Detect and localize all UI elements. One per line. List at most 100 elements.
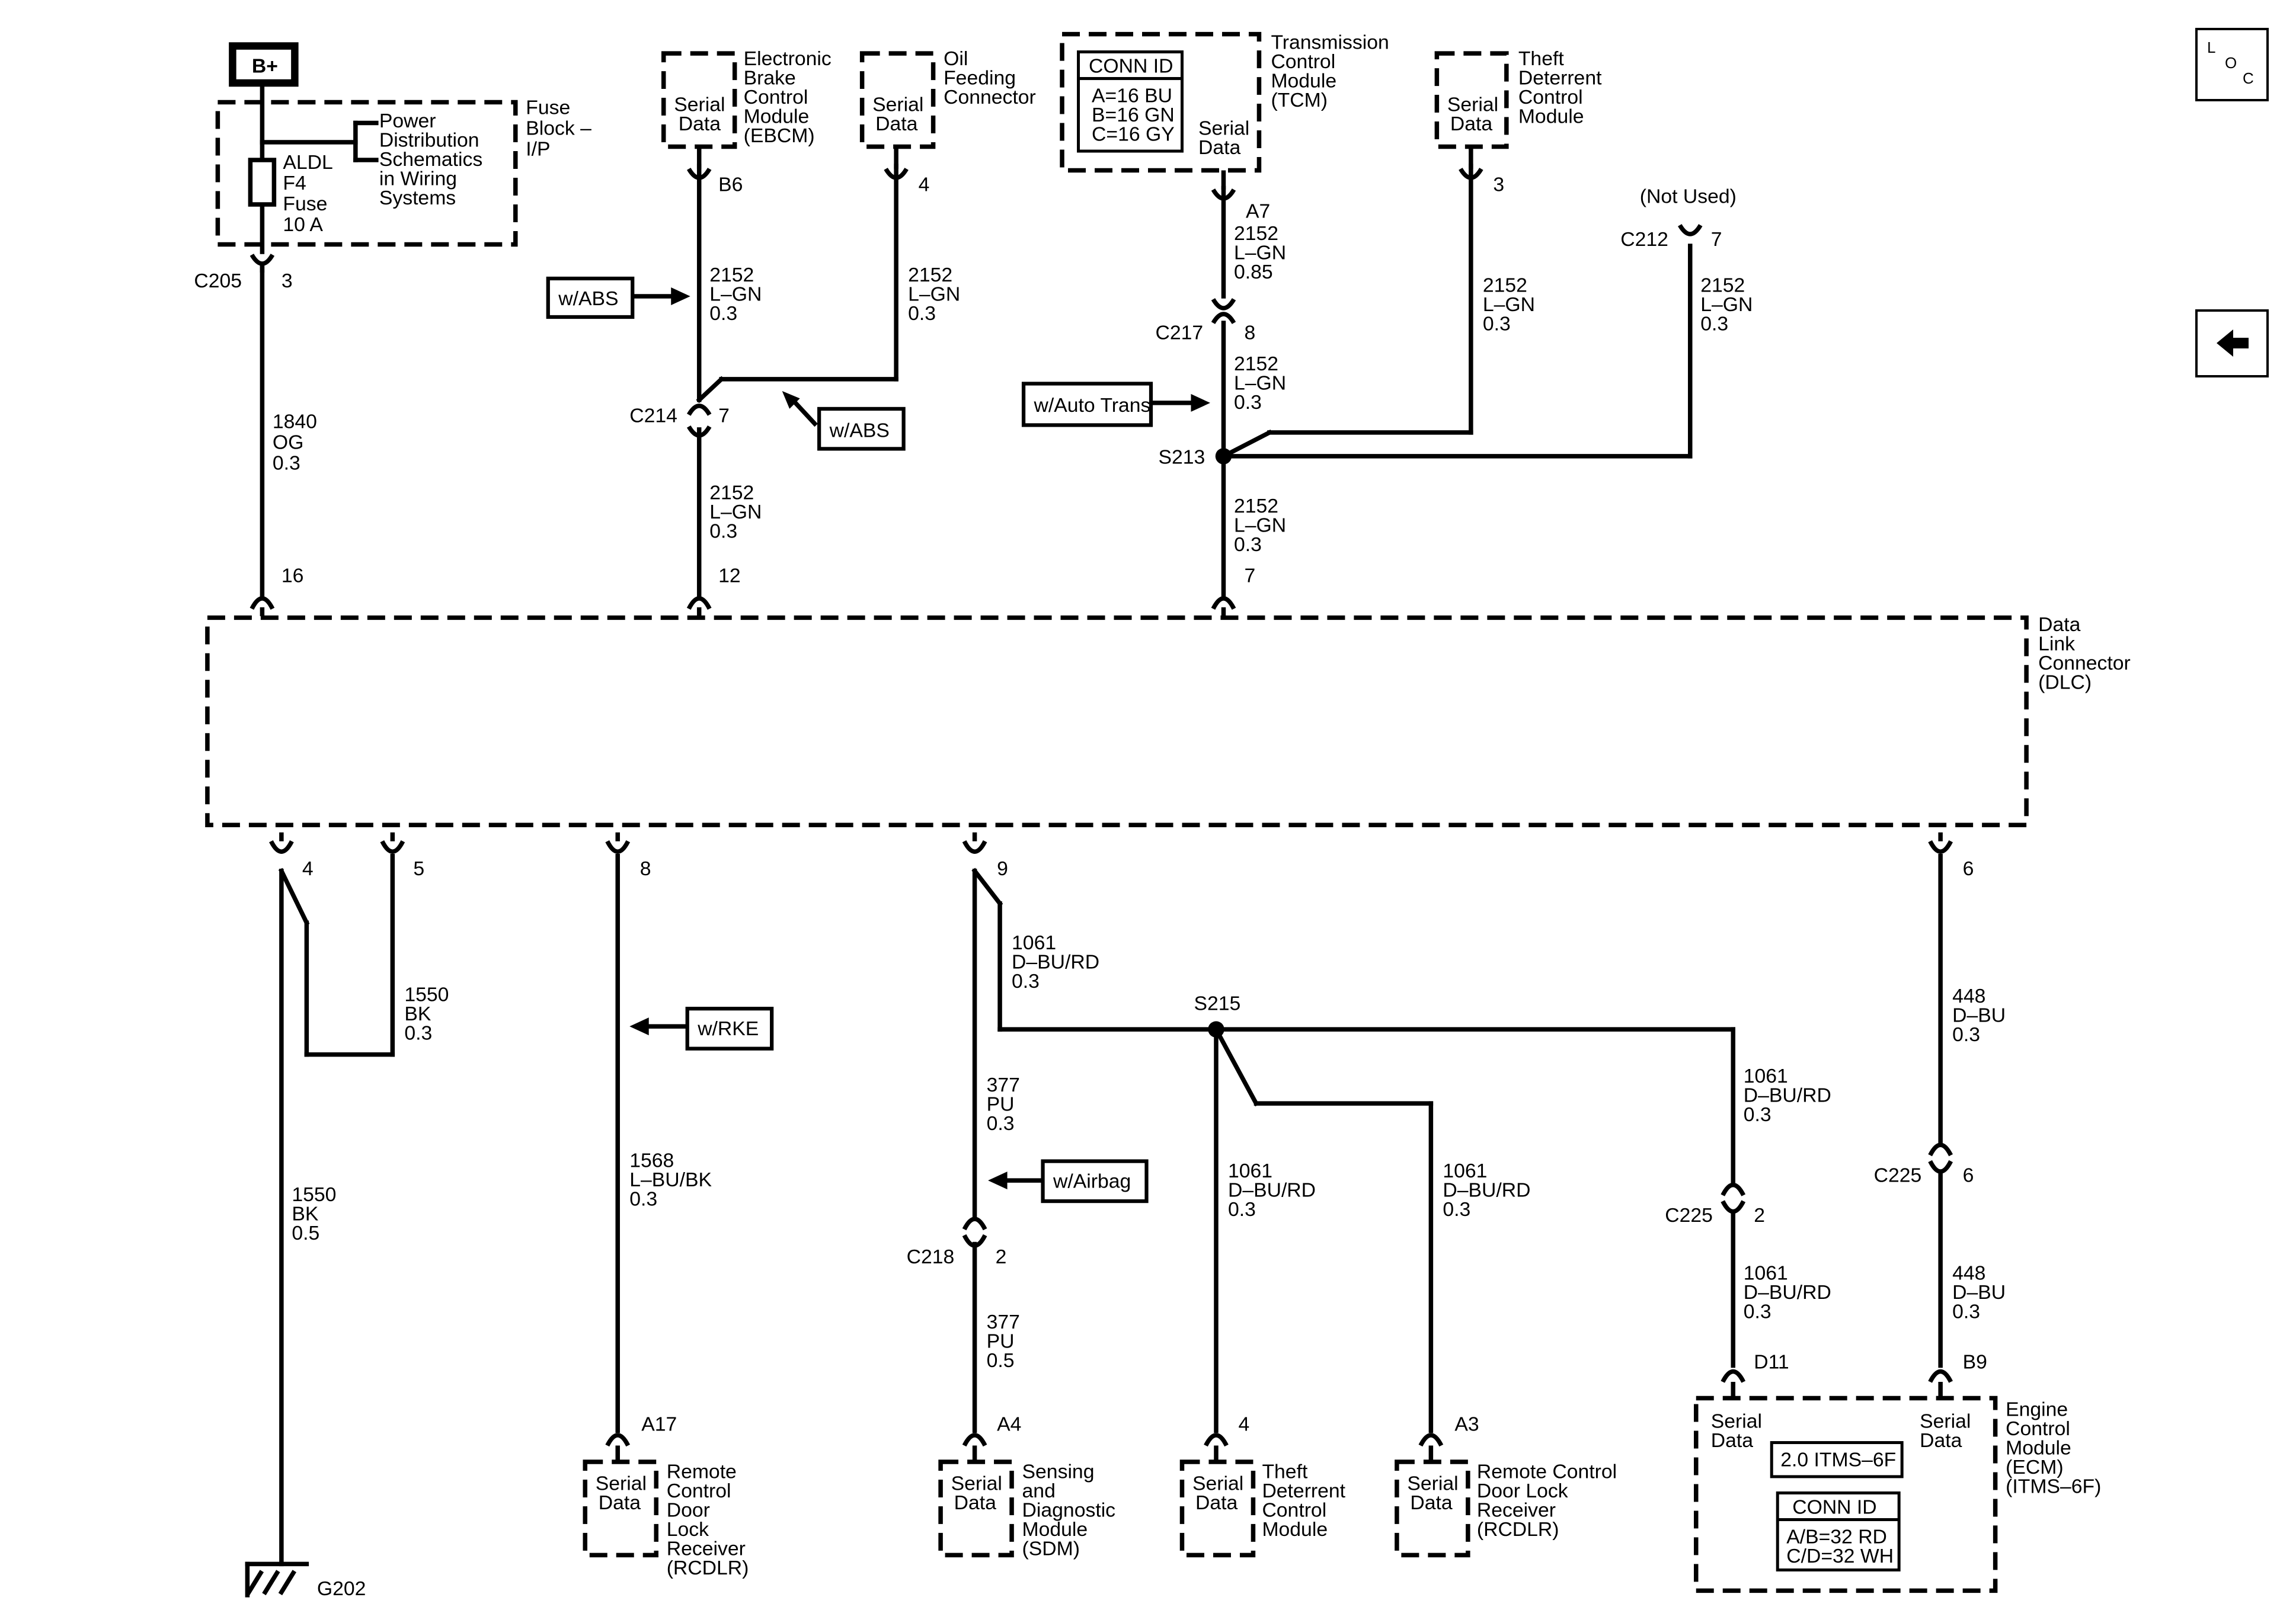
w-airbag-box bbox=[1041, 1159, 1149, 1204]
dlc-pin-12: 12 bbox=[718, 564, 741, 587]
dlc-pin-6: 6 bbox=[1963, 857, 1974, 880]
s215-splice: S215 bbox=[1194, 993, 1240, 1015]
w-abs-label-1: w/ABS bbox=[558, 287, 618, 310]
not-used-label: (Not Used) bbox=[1640, 185, 1737, 208]
dlc-pin-9: 9 bbox=[997, 857, 1008, 880]
w-abs-box-1 bbox=[546, 276, 635, 319]
w-auto-trans-box bbox=[1021, 382, 1153, 427]
ebcm-pin-b6: B6 bbox=[718, 174, 743, 196]
rcdlr-right-pin-a3: A3 bbox=[1454, 1413, 1479, 1435]
w-abs-box-2 bbox=[817, 406, 906, 451]
loc-letter-c: C bbox=[2243, 69, 2254, 87]
w-abs-label-2: w/ABS bbox=[829, 419, 890, 441]
fuse-block-box bbox=[215, 100, 518, 247]
b-plus-box bbox=[229, 42, 299, 87]
c218-connector: C218 bbox=[907, 1246, 955, 1268]
oil-connector-box bbox=[859, 51, 936, 149]
dlc-pin-16: 16 bbox=[282, 564, 304, 587]
tdcm-bottom-pin-4: 4 bbox=[1238, 1413, 1249, 1435]
dlc-pin-8: 8 bbox=[640, 857, 651, 880]
arrow-left-icon bbox=[2217, 329, 2249, 357]
rcdlr-left-pin-a17: A17 bbox=[641, 1413, 677, 1435]
c205-pin: 3 bbox=[282, 270, 293, 292]
sdm-pin-a4: A4 bbox=[997, 1413, 1021, 1435]
c225-pin-6: 6 bbox=[1963, 1164, 1974, 1187]
rcdlr-left-box bbox=[583, 1459, 658, 1558]
rcdlr-right-box bbox=[1395, 1459, 1470, 1558]
tdcm-bottom-box bbox=[1179, 1459, 1256, 1558]
c217-pin: 8 bbox=[1244, 321, 1255, 344]
loc-button[interactable]: L O C bbox=[2195, 28, 2269, 101]
tcm-conn-id: CONN ID bbox=[1089, 55, 1173, 78]
tcm-box bbox=[1060, 31, 1262, 173]
ecm-variant: 2.0 ITMS–6F bbox=[1780, 1448, 1896, 1471]
w-rke-label: w/RKE bbox=[697, 1017, 759, 1040]
c205-connector: C205 bbox=[194, 270, 242, 292]
c217-connector: C217 bbox=[1155, 321, 1203, 344]
ecm-box bbox=[1694, 1395, 1998, 1593]
back-button[interactable] bbox=[2195, 309, 2269, 377]
w-auto-trans-label: w/Auto Trans bbox=[1034, 394, 1151, 417]
w-airbag-label: w/Airbag bbox=[1053, 1170, 1131, 1193]
g202-ground: G202 bbox=[317, 1577, 366, 1600]
dlc-pin-4: 4 bbox=[302, 857, 314, 880]
dlc-pin-7: 7 bbox=[1244, 564, 1255, 587]
loc-letter-l: L bbox=[2207, 39, 2216, 56]
dlc-box bbox=[205, 615, 2029, 827]
ecm-pin-d11: D11 bbox=[1754, 1351, 1789, 1374]
ecm-conn-id: CONN ID bbox=[1792, 1496, 1876, 1518]
sdm-box bbox=[938, 1459, 1014, 1558]
ebcm-box bbox=[661, 51, 737, 149]
c212-pin: 7 bbox=[1711, 228, 1722, 251]
c225-connector-2: C225 bbox=[1665, 1204, 1713, 1227]
b-plus-label: B+ bbox=[252, 55, 278, 78]
oil-pin-4: 4 bbox=[919, 174, 930, 196]
c218-pin: 2 bbox=[996, 1246, 1007, 1268]
ecm-pin-b9: B9 bbox=[1963, 1351, 1987, 1374]
tcm-pin-a7: A7 bbox=[1246, 200, 1270, 223]
c214-connector: C214 bbox=[629, 404, 677, 427]
loc-letter-o: O bbox=[2225, 54, 2237, 72]
